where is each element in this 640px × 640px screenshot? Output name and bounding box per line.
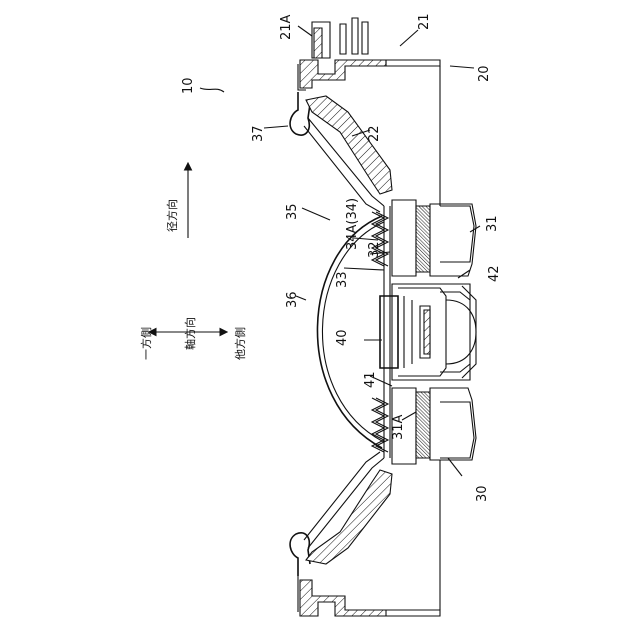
label-33: 33 [335, 271, 350, 288]
axial-direction-label: 軸方向 [183, 317, 197, 350]
tweeter-unit-40 [380, 284, 476, 380]
label-35: 35 [285, 203, 300, 220]
label-36: 36 [285, 291, 300, 308]
radial-direction-label: 径方向 [165, 199, 179, 232]
label-32: 32 [367, 241, 382, 258]
label-20: 20 [477, 65, 492, 82]
label-40: 40 [335, 329, 350, 346]
label-41: 41 [363, 371, 378, 388]
one-side-label: 一方側 [139, 327, 153, 360]
magnetic-circuit-30 [392, 66, 476, 610]
frame-21-bottom [298, 560, 440, 616]
label-30: 30 [475, 485, 490, 502]
label-34a: 34A(34) [345, 198, 360, 250]
surround-37 [290, 92, 310, 576]
label-31: 31 [485, 215, 500, 232]
label-21: 21 [417, 13, 432, 30]
label-37: 37 [251, 125, 266, 142]
label-21a: 21A [279, 14, 294, 40]
other-side-label: 他方側 [233, 327, 247, 360]
label-10: 10 [181, 77, 196, 94]
direction-indicator [150, 164, 226, 332]
label-42: 42 [487, 265, 502, 282]
label-31a: 31A [391, 414, 406, 440]
label-22: 22 [367, 125, 382, 142]
